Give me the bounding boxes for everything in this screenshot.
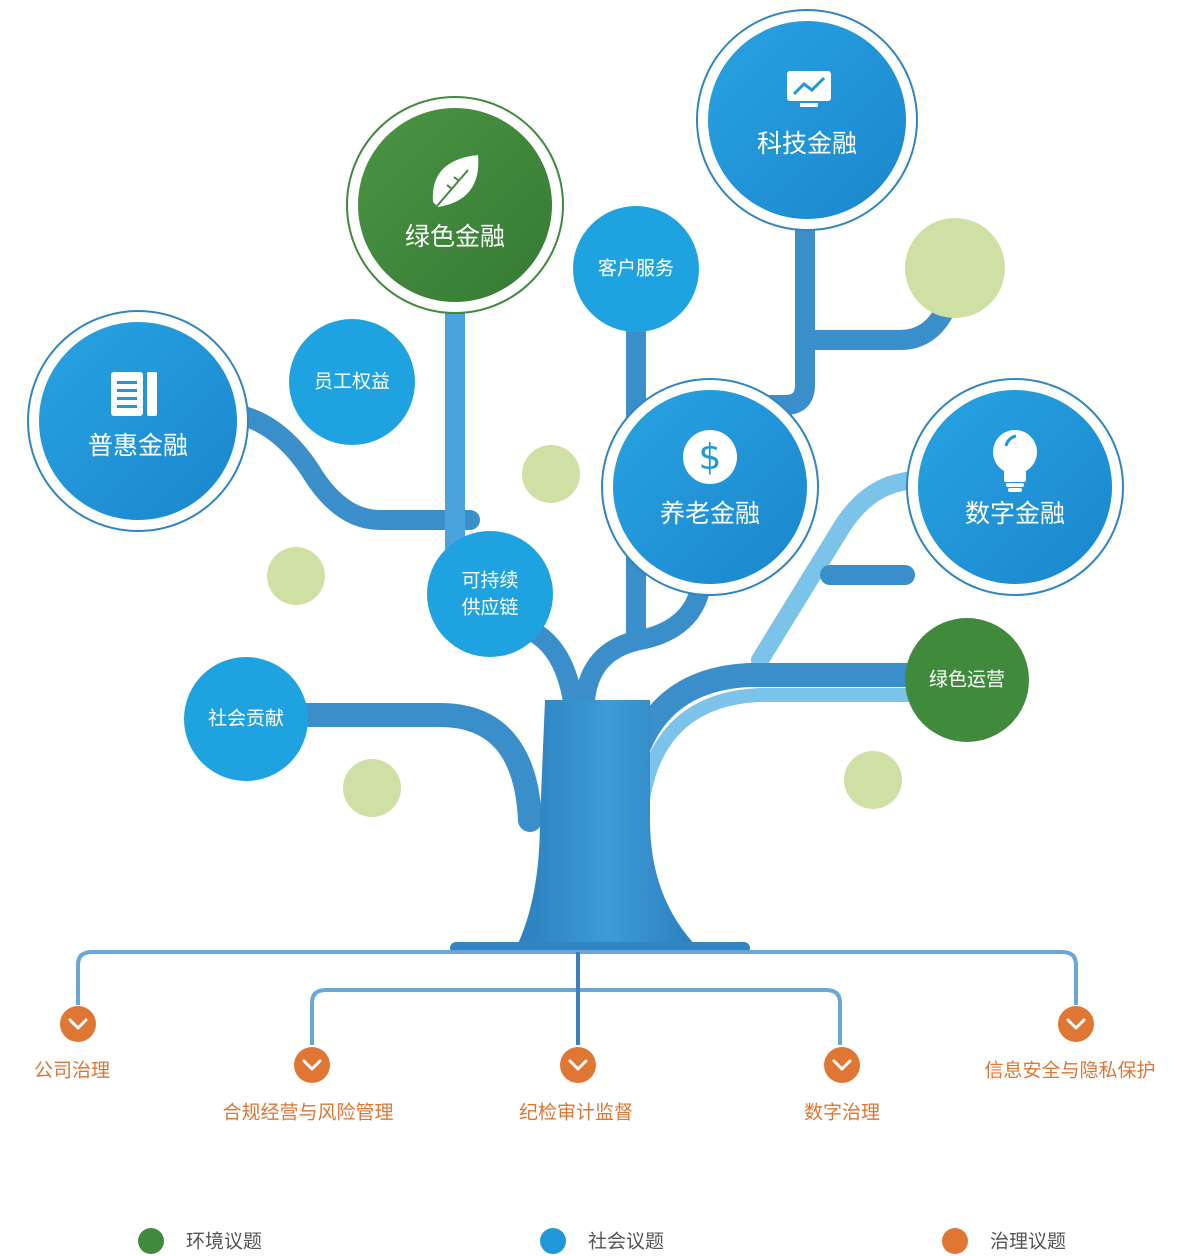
node-yuangong[interactable]: 员工权益	[289, 319, 415, 445]
decorative-dots	[267, 218, 1005, 817]
branch-puhui	[230, 405, 480, 530]
gov-label-hegui: 合规经营与风险管理	[222, 1102, 393, 1124]
branch-shehui	[288, 703, 542, 832]
gov-label-xinxi: 信息安全与隐私保护	[984, 1060, 1155, 1082]
branch-keji	[750, 215, 815, 415]
legend-label-governance: 治理议题	[990, 1231, 1066, 1253]
legend-label-environment: 环境议题	[186, 1231, 262, 1253]
document-icon	[111, 372, 157, 416]
node-label-gongying-line2: 供应链	[461, 597, 518, 619]
node-label-lvseyunying: 绿色运营	[929, 669, 1005, 691]
gov-shuzizhili[interactable]: 数字治理	[804, 1047, 880, 1124]
node-lvse[interactable]: 绿色金融	[346, 96, 564, 314]
small-topic-nodes: 员工权益 客户服务 可持续 供应链 社会贡献 绿色运营	[184, 206, 1029, 781]
leaf-icon	[432, 155, 479, 207]
governance-connectors	[76, 950, 1078, 1045]
legend-item-environment: 环境议题	[138, 1228, 262, 1254]
branch-keji-side	[805, 300, 955, 350]
branch-yanglao	[575, 580, 710, 710]
node-yanglao[interactable]: $ 养老金融	[601, 378, 819, 596]
chevron-down-icon	[302, 1059, 322, 1071]
decor-dot	[267, 547, 325, 605]
node-label-gongying-line1: 可持续	[461, 570, 518, 592]
node-label-shehui: 社会贡献	[208, 708, 284, 730]
decor-dot	[844, 751, 902, 809]
svg-text:$: $	[699, 437, 722, 478]
gov-hegui[interactable]: 合规经营与风险管理	[222, 1047, 394, 1124]
node-lvseyunying[interactable]: 绿色运营	[905, 618, 1029, 742]
node-label-yuangong: 员工权益	[314, 371, 390, 393]
legend-item-governance: 治理议题	[942, 1228, 1066, 1254]
node-shuzi[interactable]: 数字金融	[906, 378, 1124, 596]
node-keji[interactable]: 科技金融	[696, 9, 918, 231]
chevron-down-icon	[568, 1059, 588, 1071]
dollar-icon: $	[683, 430, 737, 484]
legend-swatch-social	[540, 1228, 566, 1254]
tree-trunk	[515, 700, 700, 950]
gov-gongsi[interactable]: 公司治理	[34, 1006, 110, 1082]
node-gongying[interactable]: 可持续 供应链	[427, 531, 553, 657]
decor-dot	[905, 218, 1005, 318]
chart-monitor-icon	[787, 71, 831, 107]
node-label-kehu: 客户服务	[598, 258, 674, 280]
node-shehui[interactable]: 社会贡献	[184, 657, 308, 781]
legend-swatch-environment	[138, 1228, 164, 1254]
legend: 环境议题 社会议题 治理议题	[138, 1228, 1066, 1254]
chevron-down-icon	[832, 1059, 852, 1071]
legend-swatch-governance	[942, 1228, 968, 1254]
gov-label-jijian: 纪检审计监督	[519, 1102, 633, 1124]
legend-label-social: 社会议题	[588, 1231, 664, 1253]
decor-dot	[343, 759, 401, 817]
gov-label-gongsi: 公司治理	[34, 1060, 110, 1082]
node-label-shuzi: 数字金融	[965, 499, 1065, 528]
gov-jijian[interactable]: 纪检审计监督	[519, 1047, 633, 1124]
decor-dot	[522, 445, 580, 503]
node-label-puhui: 普惠金融	[88, 431, 188, 460]
node-label-lvse: 绿色金融	[405, 222, 505, 251]
node-label-keji: 科技金融	[757, 129, 857, 158]
gov-xinxi[interactable]: 信息安全与隐私保护	[984, 1006, 1156, 1082]
node-label-yanglao: 养老金融	[660, 499, 760, 528]
node-kehu[interactable]: 客户服务	[573, 206, 699, 332]
gov-label-shuzizhili: 数字治理	[804, 1102, 880, 1124]
lightbulb-icon	[993, 430, 1037, 492]
governance-topics: 公司治理 合规经营与风险管理 纪检审计监督 数字治理 信息安全与隐私保护	[34, 1006, 1156, 1124]
chevron-down-icon	[68, 1018, 88, 1030]
legend-item-social: 社会议题	[540, 1228, 664, 1254]
big-topic-nodes: 普惠金融 绿色金融 科技金融	[27, 9, 1124, 596]
node-puhui[interactable]: 普惠金融	[27, 310, 249, 532]
chevron-down-icon	[1066, 1018, 1086, 1030]
